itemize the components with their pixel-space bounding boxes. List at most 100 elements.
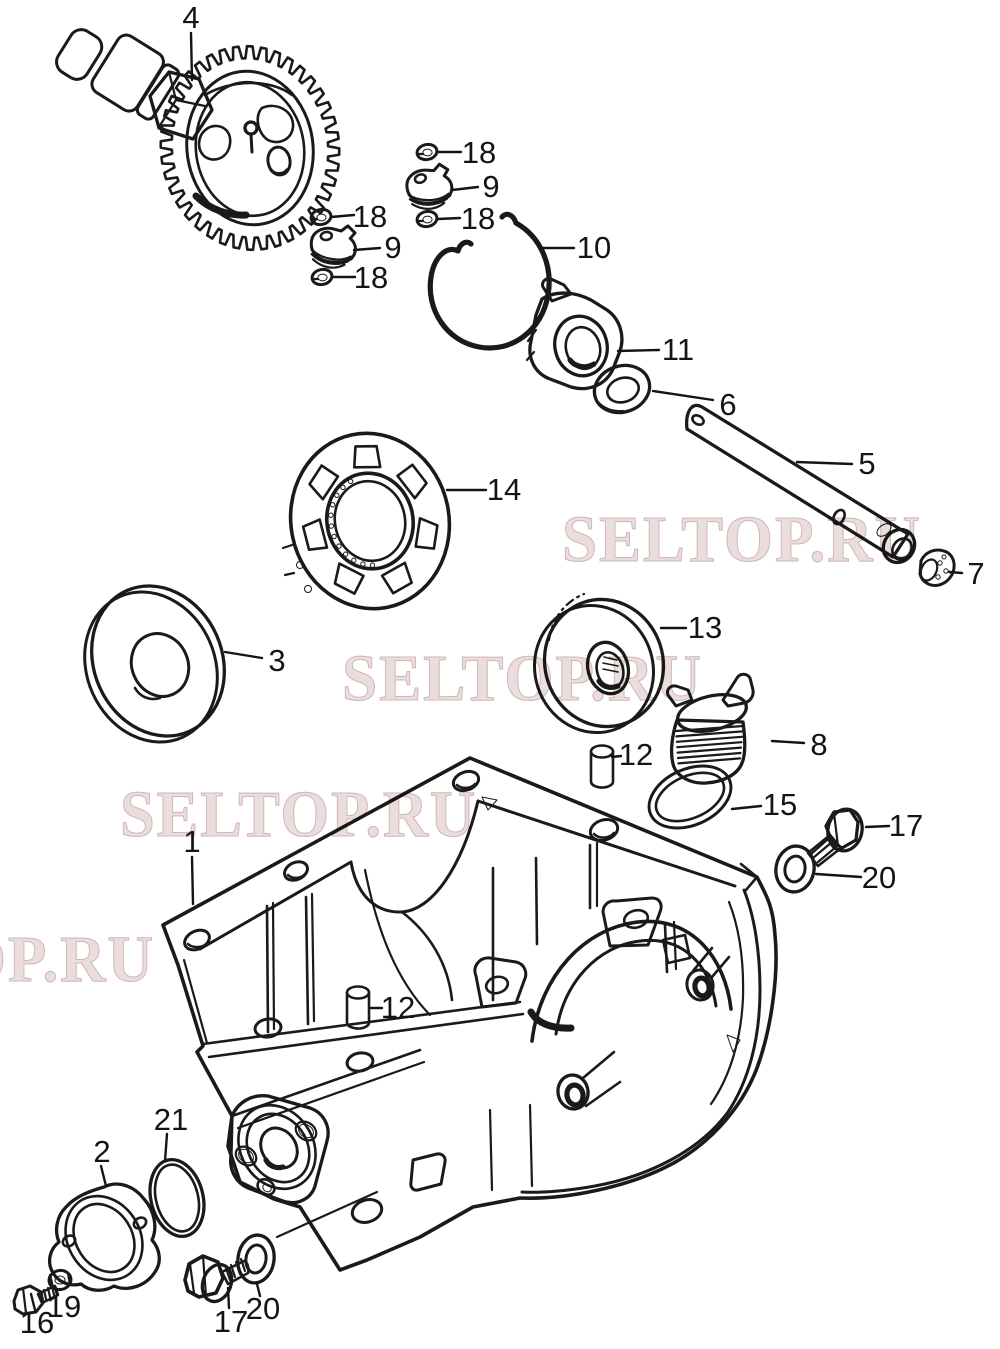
part-cover-plate	[47, 1182, 161, 1292]
callout-label: 7	[967, 556, 984, 591]
thread-line	[676, 746, 743, 754]
callout-3: 3	[223, 643, 286, 678]
callout-label: 6	[719, 387, 736, 422]
callout-label: 8	[810, 727, 827, 762]
part-dowel-pin-group	[345, 744, 615, 1030]
lock-nut	[309, 207, 333, 227]
watermark: SELTOP.RU	[562, 503, 922, 576]
callout-label: 18	[462, 135, 496, 170]
callout-label: 12	[619, 737, 653, 772]
callout-11: 11	[616, 332, 694, 367]
lock-nut	[415, 142, 439, 162]
bearing-ball-dot	[340, 484, 346, 491]
part-washer-6	[592, 363, 652, 415]
retainer-cutout	[308, 464, 340, 501]
retainer-cutout	[352, 444, 382, 469]
callout-20: 20	[814, 860, 896, 895]
bearing-ball-dot	[336, 543, 342, 549]
callout-leader-line	[795, 460, 854, 466]
governor-weight	[309, 224, 357, 269]
thread-line	[676, 751, 742, 760]
part-o-ring-15	[647, 764, 733, 830]
callout-12: 12	[369, 990, 415, 1025]
watermark: SELTOP.RU	[120, 778, 477, 851]
callout-leader-line	[329, 213, 356, 219]
callout-label: 18	[354, 260, 388, 295]
callout-label: 9	[384, 230, 401, 265]
callout-leader-line	[436, 216, 462, 221]
part-nut-19	[47, 1268, 73, 1292]
callout-label: 3	[268, 643, 285, 678]
callout-15: 15	[730, 787, 797, 822]
callout-leader-line	[223, 650, 264, 660]
callout-19: 19	[47, 1285, 81, 1324]
part-disc-13	[533, 592, 666, 735]
callout-18: 18	[329, 199, 387, 234]
callout-leader-line	[450, 185, 480, 192]
callout-label: 19	[47, 1289, 81, 1324]
thread-line	[674, 724, 745, 733]
callout-10: 10	[541, 230, 611, 265]
callout-label: 5	[858, 446, 875, 481]
callout-label: 17	[889, 808, 923, 843]
part-sealing-washer-upper	[774, 844, 816, 894]
callout-leader-line	[651, 389, 715, 402]
retainer-cutout	[396, 463, 428, 500]
callout-leader-line	[610, 754, 623, 759]
callout-6: 6	[651, 387, 737, 422]
thread-line	[675, 735, 744, 743]
retainer-cutout	[414, 517, 439, 550]
callout-17: 17	[864, 808, 923, 843]
thread-line	[675, 730, 744, 738]
parts-artwork	[12, 28, 956, 1316]
callout-5: 5	[795, 446, 876, 481]
callout-12: 12	[610, 737, 653, 772]
callout-leader-line	[190, 855, 195, 906]
callout-label: 1	[183, 824, 200, 859]
callout-label: 4	[182, 0, 199, 35]
callout-9: 9	[450, 169, 500, 204]
callout-18: 18	[330, 260, 388, 295]
bearing-ball-dot	[342, 551, 349, 557]
part-lock-nut-group	[309, 142, 439, 287]
bearing-ball-dot	[330, 502, 336, 508]
callout-label: 17	[214, 1304, 248, 1339]
callout-leader-line	[226, 1286, 231, 1310]
callout-14: 14	[445, 472, 521, 507]
callout-leader-line	[616, 348, 661, 353]
part-nut-7	[918, 548, 956, 587]
part-camshaft-gear	[55, 28, 341, 252]
callout-leader-line	[352, 246, 382, 252]
callout-label: 18	[461, 201, 495, 236]
callout-label: 21	[154, 1102, 188, 1137]
bearing-ball-dot	[328, 512, 334, 518]
callout-label: 2	[93, 1134, 110, 1169]
callout-label: 9	[482, 169, 499, 204]
dowel-pin	[589, 744, 615, 789]
part-flange-bolt-upper	[806, 807, 864, 868]
callout-label: 12	[381, 990, 415, 1025]
bearing-ball-dot	[351, 557, 357, 564]
part-o-ring-21	[148, 1157, 206, 1239]
part-screw-plug	[666, 672, 755, 785]
callout-leader-line	[770, 739, 806, 745]
part-crankcase	[161, 756, 778, 1272]
watermark: SELTOP.RU	[342, 642, 703, 715]
callout-leader-line	[814, 872, 863, 879]
callout-layer: 4189181891810116571431381215172011221216…	[20, 0, 985, 1340]
callout-label: 14	[487, 472, 521, 507]
callout-leader-line	[29, 1292, 37, 1312]
callout-leader-line	[53, 1285, 59, 1297]
callout-9: 9	[352, 230, 402, 265]
dowel-pin	[345, 985, 371, 1030]
callout-label: 11	[662, 332, 694, 367]
retainer-cutout	[380, 561, 413, 595]
part-washer-3	[83, 584, 226, 744]
bearing-ball-dot	[334, 492, 340, 499]
callout-leader-line	[947, 570, 964, 575]
callout-16: 16	[20, 1292, 54, 1340]
callout-8: 8	[770, 727, 828, 762]
